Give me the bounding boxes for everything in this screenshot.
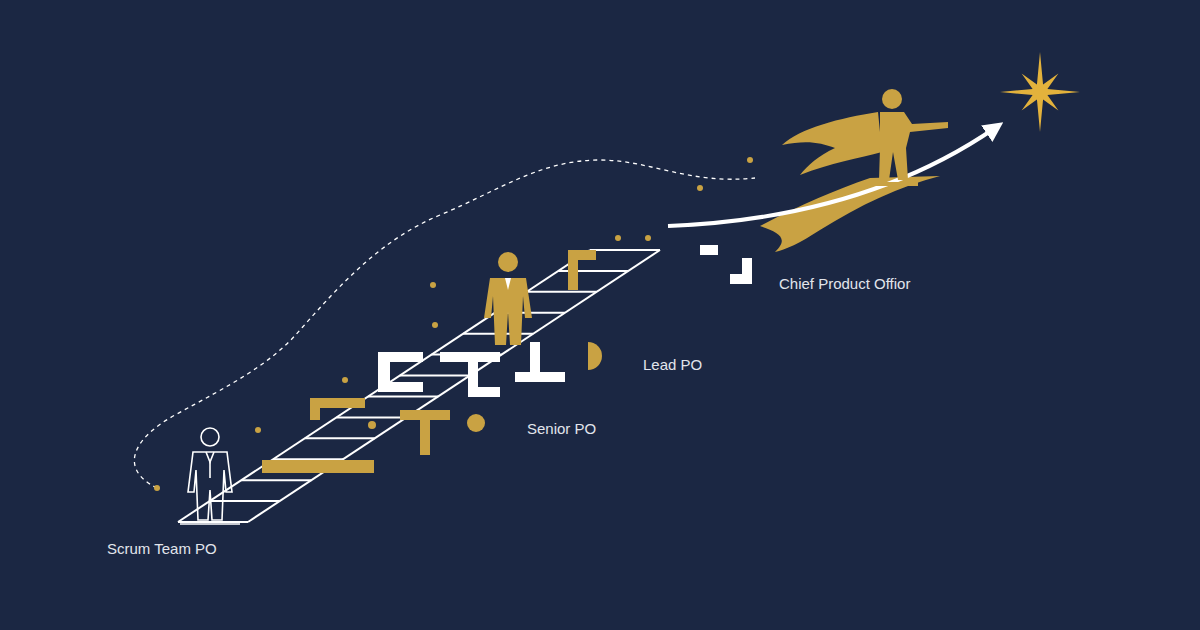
- person-shirt: [505, 278, 511, 290]
- stair-step: [305, 437, 375, 439]
- star-shape: [1000, 52, 1080, 132]
- person-head: [201, 428, 219, 446]
- white-bracket: [730, 258, 752, 284]
- stair-step: [241, 479, 311, 481]
- stair-step: [336, 416, 406, 418]
- gold-dot: [467, 414, 485, 432]
- white-bracket: [515, 372, 565, 382]
- cape: [782, 112, 882, 175]
- gold-dot: [255, 427, 261, 433]
- gold-dot: [747, 157, 753, 163]
- gold-dot: [368, 421, 376, 429]
- white-bracket: [440, 352, 500, 397]
- stair-step: [368, 395, 438, 397]
- dashed-path: [134, 160, 755, 488]
- person-outline: [180, 428, 240, 524]
- gold-bracket: [568, 250, 596, 290]
- stair-rail: [248, 250, 660, 522]
- stair-step: [210, 500, 280, 502]
- gold-step: [262, 460, 374, 473]
- person-body: [188, 452, 232, 520]
- gold-bracket: [310, 398, 365, 420]
- gold-accents: [255, 157, 753, 473]
- person-gold: [484, 252, 532, 345]
- stage-label: Senior PO: [527, 420, 596, 438]
- stair-step: [273, 458, 343, 460]
- gold-half-circle: [588, 342, 602, 370]
- stage-label: Lead PO: [643, 356, 702, 374]
- stair-rail: [178, 250, 590, 522]
- person-collar: [206, 452, 214, 462]
- stage-label: Scrum Team PO: [107, 540, 217, 558]
- white-bracket: [700, 245, 718, 255]
- stair-step: [400, 375, 470, 377]
- gold-bracket: [400, 410, 450, 455]
- person-body: [484, 278, 532, 345]
- stage-label: Chief Product Offior: [779, 275, 910, 293]
- gold-dot: [697, 185, 703, 191]
- person-ground: [180, 523, 240, 525]
- path-dot: [154, 485, 160, 491]
- person-tie: [209, 462, 211, 478]
- person-head: [498, 252, 518, 272]
- gold-dot: [432, 322, 438, 328]
- superhero: [782, 89, 948, 186]
- hero-body: [879, 112, 948, 180]
- stair-step: [527, 291, 597, 293]
- stair-step: [590, 249, 660, 251]
- gold-dot: [342, 377, 348, 383]
- hero-head: [882, 89, 902, 109]
- white-bracket: [530, 342, 540, 372]
- hero-ground: [870, 182, 918, 186]
- star: [1000, 52, 1080, 132]
- gold-dot: [430, 282, 436, 288]
- stair-step: [178, 521, 248, 523]
- white-bracket: [378, 352, 423, 392]
- gold-dot: [615, 235, 621, 241]
- white-accents: [378, 245, 752, 397]
- staircase: [178, 250, 660, 522]
- gold-dot: [645, 235, 651, 241]
